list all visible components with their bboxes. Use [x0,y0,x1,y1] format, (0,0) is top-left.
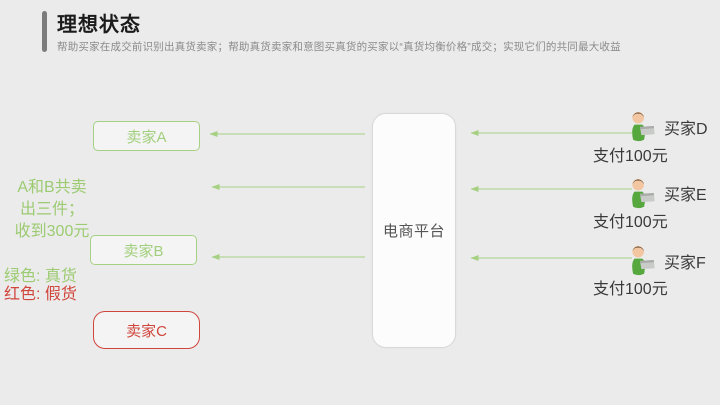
seller-a-label: 卖家A [126,128,167,146]
seller-a-box: 卖家A [93,121,200,151]
buyer-e-person-icon [632,178,655,209]
legend-fake: 红色: 假货 [4,286,77,303]
seller-c-box: 卖家C [93,311,200,349]
slide-subtitle: 帮助买家在成交前识别出真货卖家；帮助真货卖家和意图买真货的买家以“真货均衡价格”… [57,41,621,53]
seller-c-label: 卖家C [126,322,167,340]
buyer-f-payment: 支付100元 [593,281,668,298]
buyer-d-person-icon [632,111,655,142]
seller-b-box: 卖家B [90,235,197,265]
slide-title: 理想状态 [57,14,141,36]
ecommerce-platform-box: 电商平台 [372,113,456,348]
buyer-e-label: 买家E [664,187,707,204]
buyer-f-label: 买家F [664,255,706,272]
buyer-e-payment: 支付100元 [593,214,668,231]
seller-b-label: 卖家B [123,242,164,260]
sales-summary-note: A和B共卖 出三件； 收到300元 [14,179,90,240]
buyer-f-person-icon [632,245,655,276]
legend-genuine: 绿色: 真货 [4,268,77,285]
title-accent-bar [42,11,47,52]
color-legend: 绿色: 真货 红色: 假货 [4,268,77,304]
ecommerce-platform-label: 电商平台 [382,223,445,240]
buyer-d-payment: 支付100元 [593,148,668,165]
buyer-d-label: 买家D [664,121,708,138]
